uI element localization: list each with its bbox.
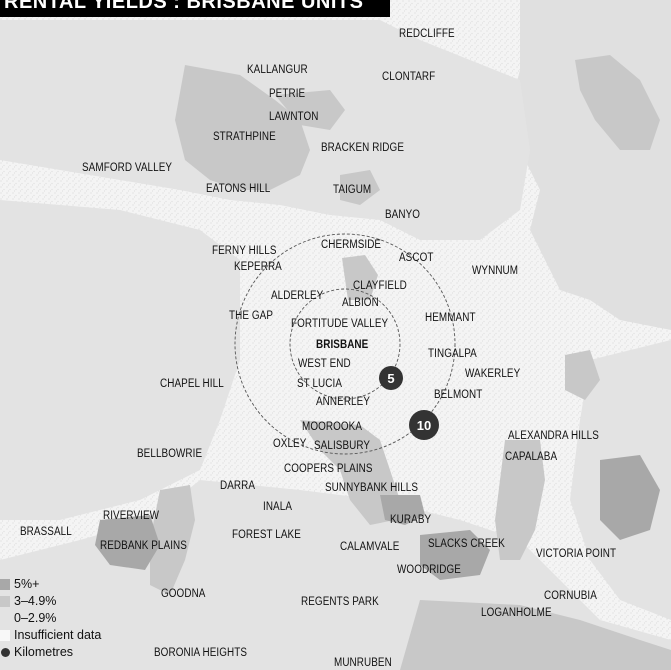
- suburb-label-salisbury: SALISBURY: [314, 440, 371, 452]
- suburb-label-capalaba: CAPALABA: [505, 451, 558, 463]
- legend-swatch-insufficient: [0, 629, 10, 641]
- legend-row-insufficient: Insufficient data: [0, 627, 101, 643]
- suburb-label-goodna: GOODNA: [161, 588, 206, 600]
- ring-5km: [289, 288, 401, 400]
- suburb-label-strathpine: STRATHPINE: [213, 131, 276, 143]
- suburb-label-oxley: OXLEY: [273, 438, 307, 450]
- suburb-label-the-gap: THE GAP: [229, 310, 274, 322]
- legend-swatch-5-plus: [0, 578, 10, 590]
- suburb-label-calamvale: CALAMVALE: [340, 541, 400, 553]
- suburb-label-brassall: BRASSALL: [20, 526, 72, 538]
- region-redbank-plains: [95, 515, 160, 570]
- region-riverview: [150, 485, 195, 595]
- region-woodridge: [420, 530, 490, 580]
- legend-row-kilometres: Kilometres: [0, 644, 73, 660]
- suburb-label-eatons-hill: EATONS HILL: [206, 183, 271, 195]
- region-lawnton: [275, 90, 345, 130]
- suburb-label-ferny-hills: FERNY HILLS: [212, 245, 277, 257]
- suburb-label-brisbane: BRISBANE: [316, 339, 369, 351]
- legend-swatch-3-4.9: [0, 595, 10, 607]
- suburb-label-fortitude-valley: FORTITUDE VALLEY: [291, 318, 389, 330]
- suburb-label-banyo: BANYO: [385, 209, 421, 221]
- region-clayfield: [342, 255, 378, 300]
- suburb-label-annerley: ANNERLEY: [316, 396, 371, 408]
- suburb-label-slacks-creek: SLACKS CREEK: [428, 538, 505, 550]
- legend-label-insufficient: Insufficient data: [14, 628, 102, 642]
- suburb-label-loganholme: LOGANHOLME: [481, 607, 552, 619]
- suburb-label-wynnum: WYNNUM: [472, 265, 519, 277]
- suburb-label-coopers-plains: COOPERS PLAINS: [284, 463, 373, 475]
- suburb-label-tingalpa: TINGALPA: [428, 348, 477, 360]
- suburb-label-lawnton: LAWNTON: [269, 111, 319, 123]
- ring-10km: [234, 233, 456, 455]
- suburb-label-wakerley: WAKERLEY: [465, 368, 521, 380]
- suburb-label-ascot: ASCOT: [399, 252, 434, 264]
- suburb-label-bracken-ridge: BRACKEN RIDGE: [321, 142, 405, 154]
- legend-row-0-2.9: 0–2.9%: [0, 610, 56, 626]
- ring-label-5km: 5: [387, 371, 394, 386]
- distance-rings: [234, 233, 456, 455]
- legend-label-5-plus: 5%+: [14, 577, 40, 591]
- map-header: RENTAL YIELDS : BRISBANE UNITS: [0, 0, 390, 17]
- region-wakerley: [565, 350, 600, 400]
- suburb-label-keperra: KEPERRA: [234, 261, 282, 273]
- legend-row-5-plus: 5%+: [0, 576, 39, 592]
- region-capalaba: [600, 455, 660, 540]
- suburb-label-boronia-heights: BORONIA HEIGHTS: [154, 647, 248, 659]
- suburb-label-munruben: MUNRUBEN: [334, 657, 392, 669]
- suburb-label-chermside: CHERMSIDE: [321, 239, 382, 251]
- suburb-label-clontarf: CLONTARF: [382, 71, 436, 83]
- suburb-label-alexandra-hills: ALEXANDRA HILLS: [508, 430, 599, 442]
- suburb-label-bellbowrie: BELLBOWRIE: [137, 448, 203, 460]
- region-strathpine: [175, 65, 310, 190]
- suburb-label-moorooka: MOOROOKA: [302, 421, 363, 433]
- legend-swatch-0-2.9: [0, 612, 10, 624]
- suburb-label-kallangur: KALLANGUR: [247, 64, 308, 76]
- suburb-label-redcliffe: REDCLIFFE: [399, 28, 455, 40]
- suburb-label-west-end: WEST END: [298, 358, 351, 370]
- region-kuraby: [380, 495, 425, 525]
- region-taigum: [340, 170, 380, 205]
- suburb-label-sunnybank-hills: SUNNYBANK HILLS: [325, 482, 419, 494]
- suburb-label-chapel-hill: CHAPEL HILL: [160, 378, 224, 390]
- ring-markers: 5 10: [379, 366, 439, 440]
- ring-marker-5km: [379, 366, 403, 390]
- suburb-label-alderley: ALDERLEY: [271, 290, 324, 302]
- suburb-label-darra: DARRA: [220, 480, 256, 492]
- region-redcliffe: [575, 55, 660, 150]
- suburb-label-hemmant: HEMMANT: [425, 312, 476, 324]
- suburb-label-cornubia: CORNUBIA: [544, 590, 597, 602]
- suburb-label-woodridge: WOODRIDGE: [397, 564, 461, 576]
- legend-label-kilometres: Kilometres: [14, 645, 74, 659]
- legend-label-0-2.9: 0–2.9%: [14, 611, 57, 625]
- kilometres-marker-icon: [1, 647, 10, 657]
- suburb-label-petrie: PETRIE: [269, 88, 306, 100]
- region-slacks-creek: [495, 440, 545, 560]
- suburb-label-victoria-point: VICTORIA POINT: [536, 548, 617, 560]
- ring-label-10km: 10: [417, 418, 431, 433]
- suburb-label-kuraby: KURABY: [390, 514, 432, 526]
- suburb-label-clayfield: CLAYFIELD: [353, 280, 407, 292]
- ring-marker-10km: [409, 410, 439, 440]
- suburb-label-taigum: TAIGUM: [333, 184, 372, 196]
- yield-5-plus-regions: [95, 455, 660, 580]
- region-logan-south: [400, 600, 671, 670]
- suburb-label-belmont: BELMONT: [434, 389, 483, 401]
- yield-3-4.9-regions: [150, 55, 671, 670]
- suburb-label-samford-valley: SAMFORD VALLEY: [82, 162, 173, 174]
- suburb-label-forest-lake: FOREST LAKE: [232, 529, 301, 541]
- suburb-label-albion: ALBION: [342, 297, 379, 309]
- suburb-label-redbank-plains: REDBANK PLAINS: [100, 540, 187, 552]
- suburb-label-riverview: RIVERVIEW: [103, 510, 160, 522]
- suburb-label-inala: INALA: [263, 501, 293, 513]
- region-oxley-salisbury: [300, 420, 400, 525]
- suburb-label-regents-park: REGENTS PARK: [301, 596, 379, 608]
- region-west: [0, 200, 240, 520]
- legend-row-3-4.9: 3–4.9%: [0, 593, 56, 609]
- suburb-label-st-lucia: ST LUCIA: [297, 378, 343, 390]
- map-title: RENTAL YIELDS : BRISBANE UNITS: [4, 0, 364, 13]
- legend-label-3-4.9: 3–4.9%: [14, 594, 57, 608]
